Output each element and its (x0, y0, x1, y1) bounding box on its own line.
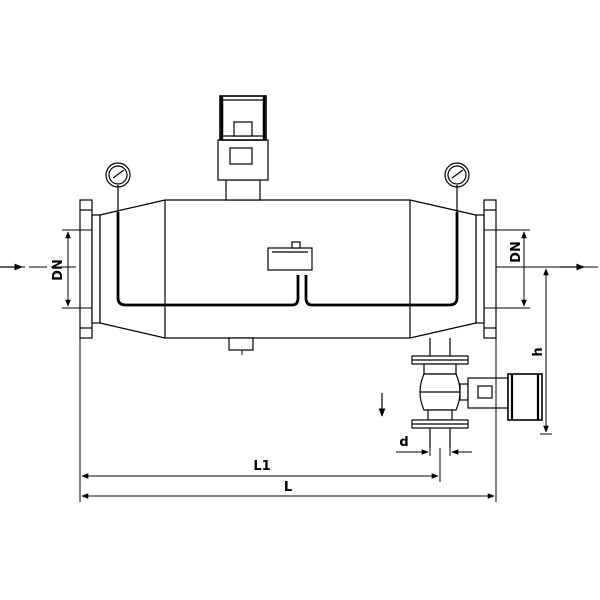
dn-dimension-right (484, 229, 530, 309)
l-label: L (284, 480, 292, 495)
h-dimension (496, 266, 552, 435)
dn-label-left: DN (51, 259, 66, 281)
drive-motor (217, 95, 269, 201)
drain-stub (228, 337, 254, 351)
l1-label: L1 (253, 459, 270, 474)
outlet-flange (475, 199, 497, 339)
dn-label-right: DN (509, 241, 524, 263)
inlet-flange (79, 199, 101, 339)
pressure-gauge-right (444, 162, 470, 212)
flush-valve-assembly (411, 338, 469, 448)
h-label: h (531, 347, 546, 356)
valve-actuator (459, 373, 543, 421)
dn-dimension-left (62, 229, 92, 309)
pressure-gauge-left (105, 162, 131, 212)
differential-pressure-switch (267, 241, 313, 271)
d-dimension (396, 428, 472, 456)
d-label: d (399, 435, 408, 450)
pressure-sensing-tube (116, 212, 459, 307)
